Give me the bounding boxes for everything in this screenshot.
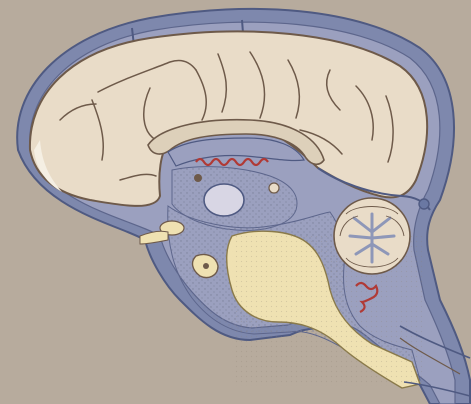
cerebellum [334,198,410,274]
confluence-sinus [419,199,429,209]
thalamus-oval [204,184,244,216]
interthalamic-dot [194,174,202,182]
pituitary-dot [203,263,209,269]
pineal-body [269,183,279,193]
